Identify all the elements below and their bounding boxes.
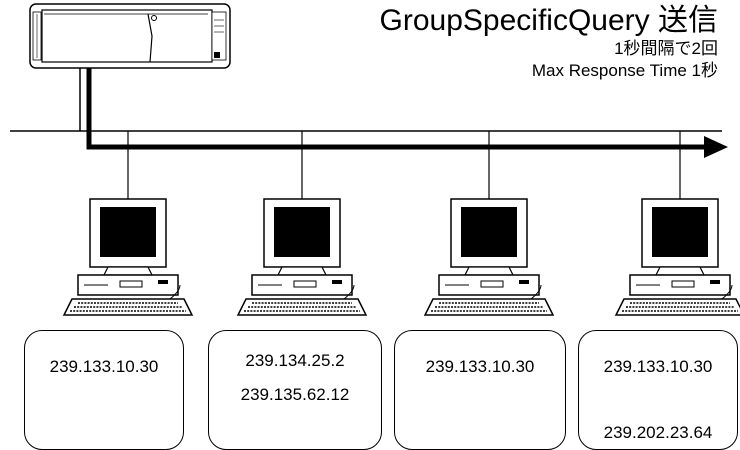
host-3-group-address-1: 239.133.10.30 [425, 357, 535, 376]
host-1-group-address-1: 239.133.10.30 [49, 357, 159, 376]
host-1-membership-box: 239.133.10.30 [24, 330, 184, 450]
query-flow-arrow [86, 68, 712, 150]
computer-icon-2 [237, 198, 367, 316]
computer-icon-3 [424, 198, 554, 316]
query-interval: 1秒間隔で2回 [614, 39, 718, 58]
host-2-group-address-2: 239.135.62.12 [240, 385, 350, 404]
query-title: GroupSpecificQuery 送信 [379, 4, 718, 37]
router-icon [29, 3, 231, 69]
host-2-group-address-1: 239.134.25.2 [245, 351, 345, 370]
query-info: GroupSpecificQuery 送信 1秒間隔で2回 Max Respon… [380, 4, 718, 82]
host-3-membership-box: 239.133.10.30 [394, 330, 566, 450]
computer-icon-4 [615, 198, 740, 316]
host-4-group-address-2: 239.202.23.64 [603, 423, 713, 442]
query-flow-arrowhead [704, 136, 728, 158]
host-2-membership-box: 239.134.25.2 239.135.62.12 [208, 330, 382, 450]
host-4-group-address-1: 239.133.10.30 [603, 357, 713, 376]
query-max-response: Max Response Time 1秒 [531, 61, 718, 80]
host-4-membership-box: 239.133.10.30 239.202.23.64 [578, 330, 738, 450]
computer-icon-1 [63, 198, 193, 316]
